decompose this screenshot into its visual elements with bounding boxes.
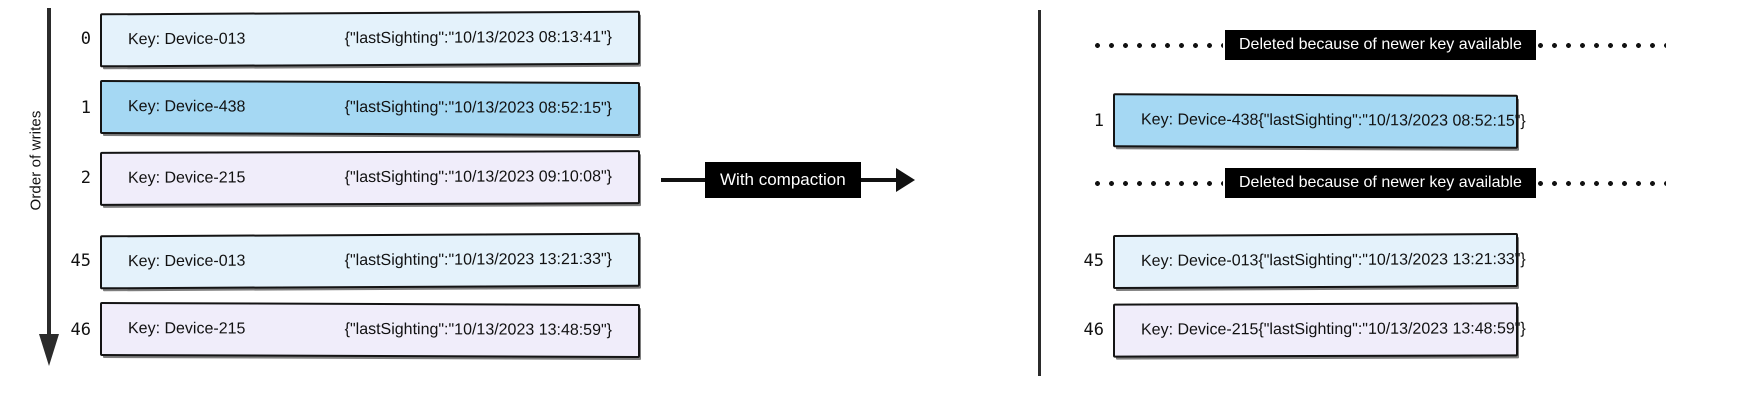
connector-line-left — [661, 178, 705, 182]
deleted-note-2: Deleted because of newer key available — [1095, 167, 1666, 199]
record-key: Key: Device-013 — [128, 252, 246, 271]
record-card[interactable]: Key: Device-438 {"lastSighting":"10/13/2… — [100, 79, 640, 137]
record-value: {"lastSighting":"10/13/2023 08:13:41"} — [344, 28, 612, 48]
record-value: {"lastSighting":"10/13/2023 08:52:15"} — [1258, 111, 1526, 130]
record-key: Key: Device-215 — [1141, 321, 1259, 339]
record-card[interactable]: Key: Device-013 {"lastSighting":"10/13/2… — [100, 10, 640, 68]
panel-divider — [1038, 10, 1041, 376]
record-card[interactable]: Key: Device-215 {"lastSighting":"10/13/2… — [1113, 302, 1526, 358]
record-key: Key: Device-215 — [128, 169, 246, 187]
record-value: {"lastSighting":"10/13/2023 08:52:15"} — [344, 98, 612, 117]
compacted-row-46: 46 Key: Device-215 {"lastSighting":"10/1… — [1084, 302, 1526, 358]
write-row-45: 45 Key: Device-013 {"lastSighting":"10/1… — [71, 232, 640, 290]
record-value: {"lastSighting":"10/13/2023 13:48:59"} — [1258, 320, 1526, 339]
record-card[interactable]: Key: Device-013 {"lastSighting":"10/13/2… — [100, 232, 640, 290]
dotted-leader-left — [1095, 180, 1223, 186]
dotted-leader-right — [1537, 42, 1666, 48]
record-card[interactable]: Key: Device-438 {"lastSighting":"10/13/2… — [1113, 93, 1526, 149]
write-index: 2 — [80, 168, 91, 188]
deleted-note-1: Deleted because of newer key available — [1095, 29, 1666, 61]
write-index: 46 — [70, 320, 91, 340]
record-value: {"lastSighting":"10/13/2023 13:21:33"} — [1258, 250, 1526, 270]
dotted-leader-left — [1095, 42, 1223, 48]
arrow-right-icon — [895, 168, 915, 192]
write-row-2: 2 Key: Device-215 {"lastSighting":"10/13… — [81, 150, 640, 206]
write-row-1: 1 Key: Device-438 {"lastSighting":"10/13… — [81, 79, 640, 137]
connector-line-right — [860, 178, 897, 182]
write-row-46: 46 Key: Device-215 {"lastSighting":"10/1… — [71, 301, 640, 359]
write-row-0: 0 Key: Device-013 {"lastSighting":"10/13… — [81, 10, 640, 68]
write-index: 46 — [1083, 320, 1104, 340]
record-key: Key: Device-438 — [1141, 111, 1259, 129]
deleted-note-label: Deleted because of newer key available — [1225, 167, 1536, 199]
record-key: Key: Device-215 — [128, 320, 246, 338]
with-compaction-label: With compaction — [705, 161, 861, 199]
order-of-writes-arrow-icon — [39, 8, 59, 366]
write-index: 1 — [1093, 111, 1104, 131]
record-value: {"lastSighting":"10/13/2023 09:10:08"} — [344, 168, 612, 187]
record-key: Key: Device-013 — [1141, 252, 1259, 270]
write-index: 1 — [80, 98, 91, 118]
dotted-leader-right — [1537, 180, 1666, 186]
compacted-row-45: 45 Key: Device-013 {"lastSighting":"10/1… — [1084, 233, 1526, 289]
record-card[interactable]: Key: Device-215 {"lastSighting":"10/13/2… — [100, 150, 640, 206]
write-index: 45 — [70, 251, 91, 271]
record-card[interactable]: Key: Device-013 {"lastSighting":"10/13/2… — [1113, 233, 1526, 289]
with-compaction-transition: With compaction — [661, 160, 915, 200]
record-value: {"lastSighting":"10/13/2023 13:21:33"} — [344, 250, 612, 270]
write-index: 0 — [80, 29, 91, 49]
record-key: Key: Device-013 — [128, 30, 246, 49]
compacted-row-1: 1 Key: Device-438 {"lastSighting":"10/13… — [1094, 93, 1526, 149]
record-card[interactable]: Key: Device-215 {"lastSighting":"10/13/2… — [100, 301, 640, 359]
record-value: {"lastSighting":"10/13/2023 13:48:59"} — [344, 320, 612, 339]
write-index: 45 — [1083, 251, 1104, 271]
record-key: Key: Device-438 — [128, 98, 246, 116]
deleted-note-label: Deleted because of newer key available — [1225, 29, 1536, 61]
